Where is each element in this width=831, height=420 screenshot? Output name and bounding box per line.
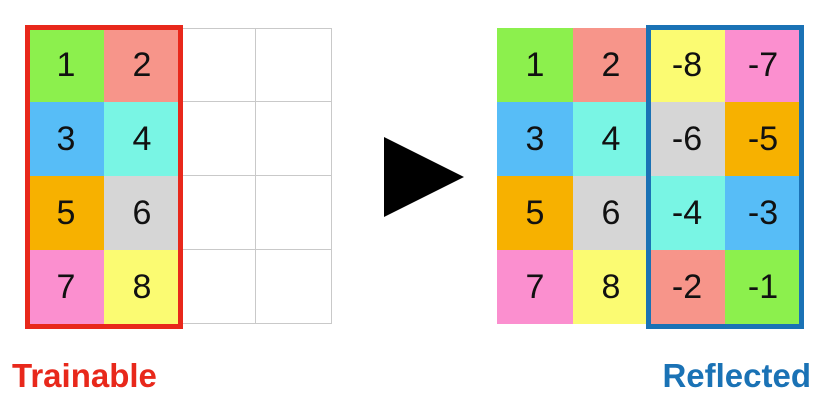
reflected-label: Reflected <box>662 357 811 394</box>
reflected-grid-cell: -6 <box>649 102 725 176</box>
reflected-grid-cell: -8 <box>649 28 725 102</box>
reflected-grid-cell: 2 <box>573 28 649 102</box>
trainable-grid-cell <box>256 250 332 324</box>
trainable-grid-cell <box>180 250 256 324</box>
trainable-grid-cell: 1 <box>28 28 104 102</box>
trainable-grid-cell: 6 <box>104 176 180 250</box>
reflected-grid-cell: 1 <box>497 28 573 102</box>
reflected-grid-cell: -2 <box>649 250 725 324</box>
trainable-grid-cell: 3 <box>28 102 104 176</box>
reflected-grid-cell: 7 <box>497 250 573 324</box>
trainable-grid-cell <box>180 28 256 102</box>
reflected-grid-cell: 4 <box>573 102 649 176</box>
right-arrow-icon <box>384 137 464 217</box>
trainable-grid-cell: 5 <box>28 176 104 250</box>
trainable-grid-cell <box>256 102 332 176</box>
reflected-grid-cell: 3 <box>497 102 573 176</box>
trainable-grid-cell: 7 <box>28 250 104 324</box>
reflected-grid-cell: -3 <box>725 176 801 250</box>
reflected-grid-cell: -1 <box>725 250 801 324</box>
trainable-grid-cell <box>180 102 256 176</box>
reflected-grid-cell: 5 <box>497 176 573 250</box>
reflected-grid-cell: -7 <box>725 28 801 102</box>
trainable-grid-cell <box>256 176 332 250</box>
trainable-grid-cell: 2 <box>104 28 180 102</box>
trainable-label: Trainable <box>12 357 157 394</box>
reflected-grid-cell: -5 <box>725 102 801 176</box>
trainable-grid-cell <box>256 28 332 102</box>
reflected-grid-cell: 6 <box>573 176 649 250</box>
reflected-grid-cell: 8 <box>573 250 649 324</box>
trainable-grid-cell: 8 <box>104 250 180 324</box>
reflected-grid-cell: -4 <box>649 176 725 250</box>
trainable-grid-cell: 4 <box>104 102 180 176</box>
trainable-grid-cell <box>180 176 256 250</box>
